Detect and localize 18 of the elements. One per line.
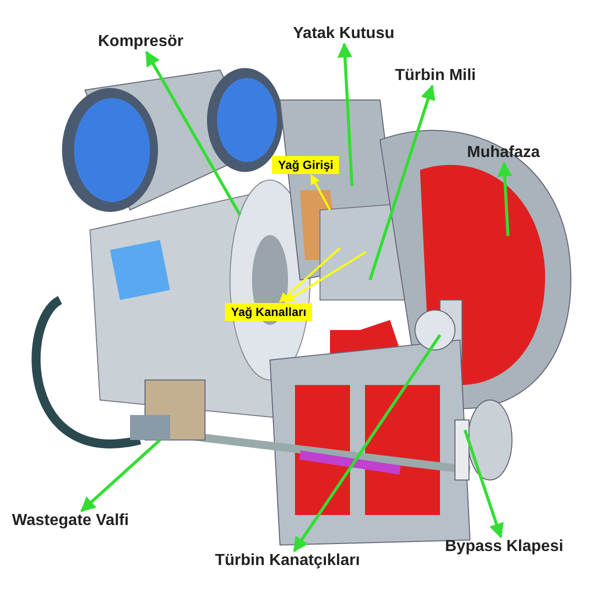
part-label: Türbin Mili bbox=[395, 67, 476, 85]
leader-line bbox=[80, 438, 161, 512]
part-label: Yağ Kanalları bbox=[225, 303, 312, 321]
leader-line bbox=[464, 430, 504, 538]
part-label: Türbin Kanatçıkları bbox=[215, 552, 360, 570]
leader-line bbox=[292, 334, 442, 552]
part-label: Kompresör bbox=[98, 33, 184, 51]
part-label: Yatak Kutusu bbox=[293, 25, 394, 43]
part-label: Bypass Klapesi bbox=[445, 538, 564, 556]
part-label: Wastegate Valfi bbox=[12, 512, 129, 530]
leader-line bbox=[145, 50, 242, 216]
leader-line bbox=[337, 42, 354, 186]
leader-line bbox=[279, 247, 341, 303]
part-label: Yağ Girişi bbox=[272, 156, 340, 174]
leader-line bbox=[368, 84, 436, 280]
leader-line bbox=[310, 174, 331, 210]
leader-line bbox=[284, 251, 367, 303]
leader-line bbox=[497, 162, 512, 236]
